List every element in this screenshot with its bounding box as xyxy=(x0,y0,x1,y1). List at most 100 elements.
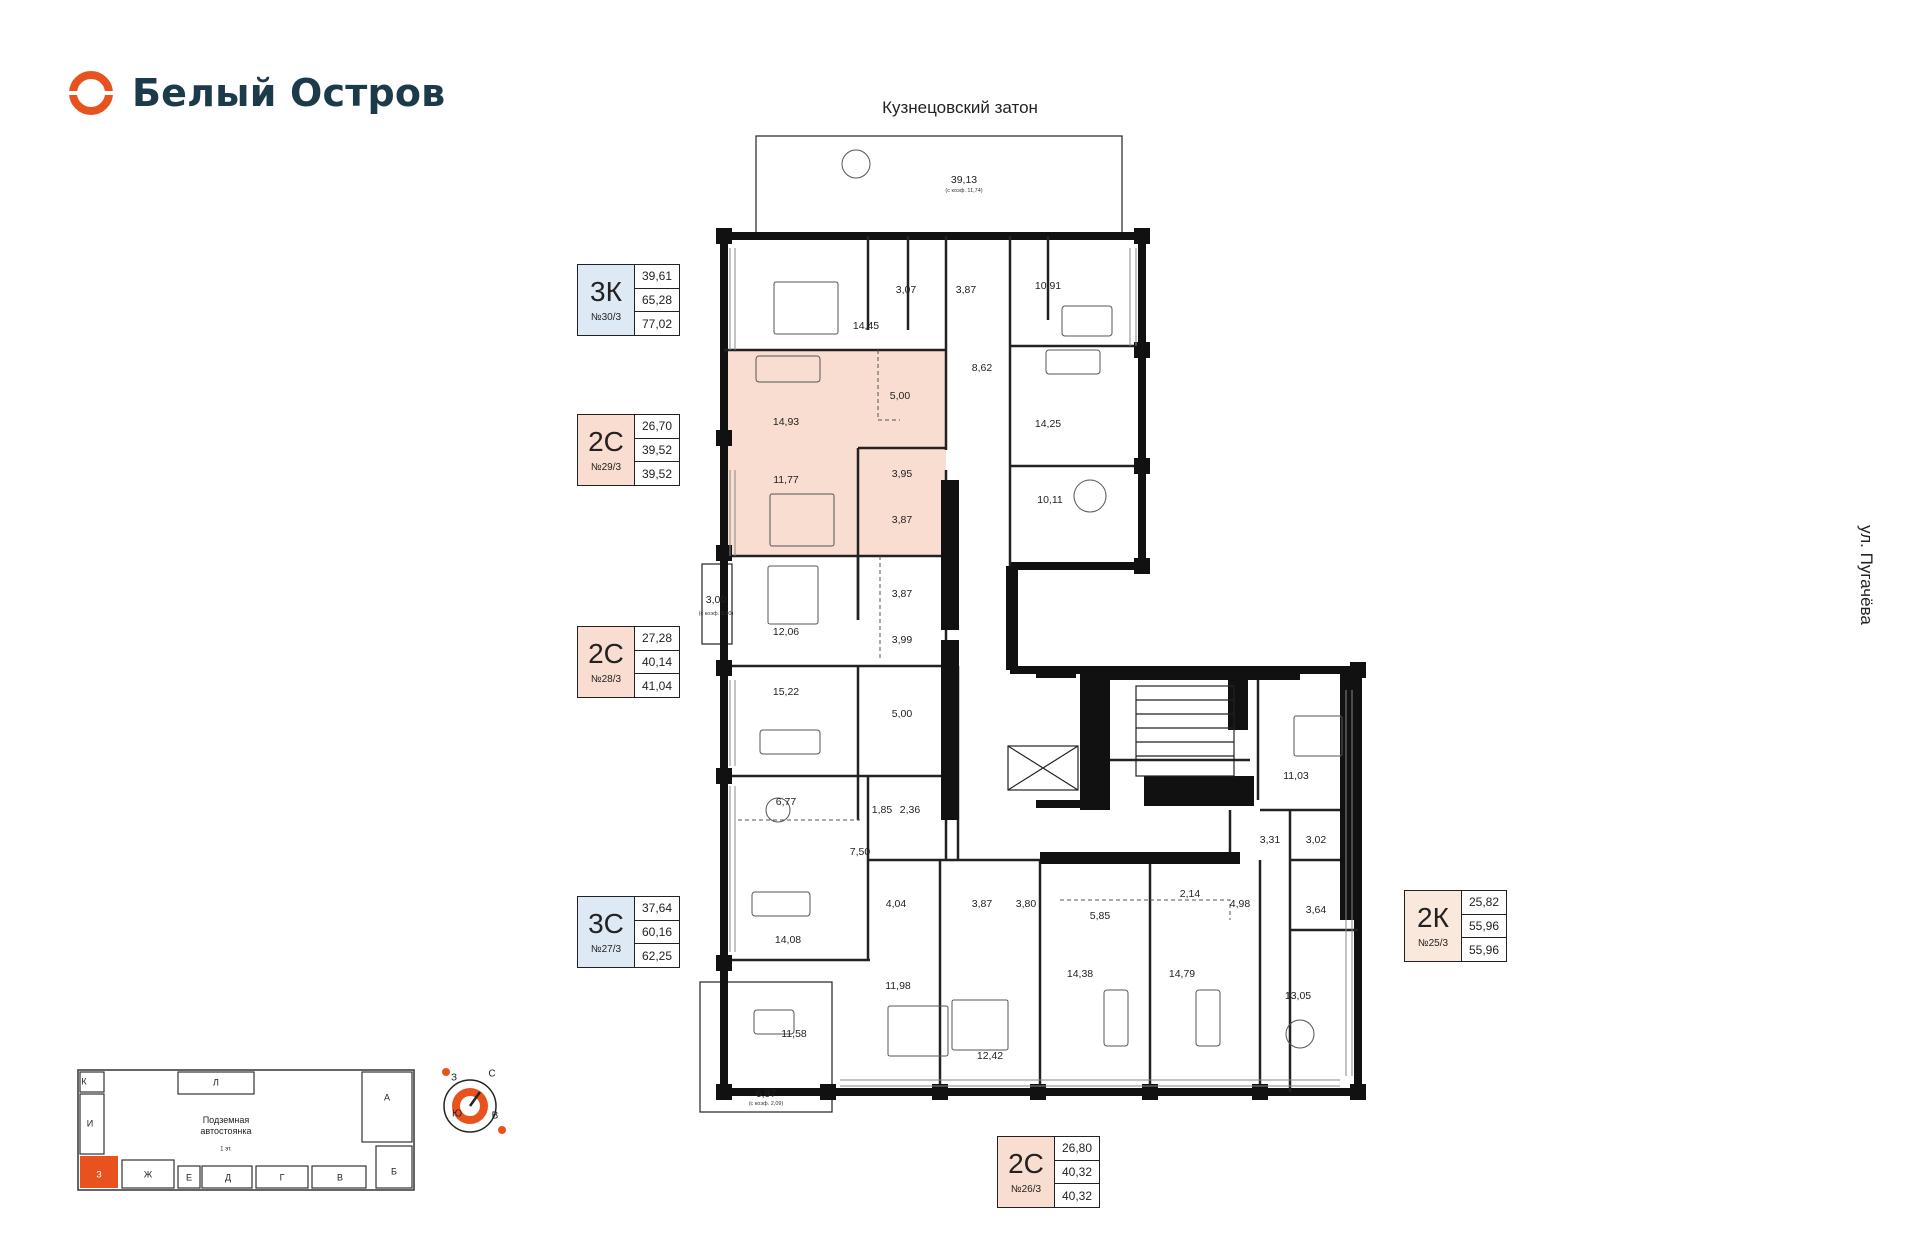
room-area: 3,31 xyxy=(1259,834,1281,846)
card-values: 37,64 60,16 62,25 xyxy=(635,897,679,967)
site-section-label[interactable]: К xyxy=(81,1076,87,1087)
total-area: 39,52 xyxy=(635,439,679,463)
apartment-number: №25/3 xyxy=(1417,937,1449,949)
zone-dividers xyxy=(738,350,1231,920)
apartment-card[interactable]: 2С №28/3 27,28 40,14 41,04 xyxy=(577,626,680,698)
apartment-type: 2К xyxy=(1417,901,1449,933)
apartment-type: 2С xyxy=(1008,1147,1044,1179)
room-area: 14,45 xyxy=(852,320,880,332)
apartment-card[interactable]: 3С №27/3 37,64 60,16 62,25 xyxy=(577,896,680,968)
room-area: 5,00 xyxy=(889,390,911,402)
elevator xyxy=(1007,745,1079,791)
card-code: 2К №25/3 xyxy=(1405,891,1462,961)
room-area: 4,98 xyxy=(1229,898,1251,910)
apartment-type: 2С xyxy=(588,425,624,457)
room-area: 14,38 xyxy=(1066,968,1094,980)
site-section-label[interactable]: В xyxy=(336,1172,344,1183)
apartment-type: 2С xyxy=(588,637,624,669)
card-code: 3К №30/3 xyxy=(578,265,635,335)
living-area: 37,64 xyxy=(635,897,679,921)
room-area: 12,42 xyxy=(976,1050,1004,1062)
room-area: 10,91 xyxy=(1034,280,1062,292)
card-values: 26,80 40,32 40,32 xyxy=(1055,1137,1099,1207)
room-area: 3,07 xyxy=(895,284,917,296)
site-section-label[interactable]: З xyxy=(96,1169,102,1180)
card-code: 2С №26/3 xyxy=(998,1137,1055,1207)
street-label: ул. Пугачёва xyxy=(1857,525,1876,625)
room-area: 5,85 xyxy=(1089,910,1111,922)
total-area-with-balcony: 39,52 xyxy=(641,466,673,481)
card-values: 39,61 65,28 77,02 xyxy=(635,265,679,335)
room-area: 39,13 xyxy=(950,174,978,186)
site-section-label[interactable]: Б xyxy=(391,1166,397,1177)
room-area-coefficient: (с коэф. 11,74) xyxy=(945,188,983,194)
room-area: 10,11 xyxy=(1037,494,1063,506)
apartment-number: №27/3 xyxy=(590,943,622,955)
room-area-coefficient: (с коэф. 2,09) xyxy=(748,1101,784,1107)
apartment-number: №29/3 xyxy=(590,461,622,473)
room-area: 6,77 xyxy=(775,796,797,808)
card-values: 25,82 55,96 55,96 xyxy=(1462,891,1506,961)
apartment-number: №30/3 xyxy=(590,311,622,323)
room-area: 12,06 xyxy=(772,626,800,638)
compass-north: С xyxy=(488,1068,496,1080)
room-area: 2,36 xyxy=(899,804,921,816)
furniture xyxy=(751,149,1343,1057)
apartment-card[interactable]: 2С №29/3 26,70 39,52 39,52 xyxy=(577,414,680,486)
total-area-with-balcony: 62,25 xyxy=(641,948,673,963)
site-section-label[interactable]: Г xyxy=(279,1172,285,1183)
site-section-label[interactable]: Е xyxy=(185,1172,193,1183)
total-area: 60,16 xyxy=(635,921,679,945)
total-area-with-balcony: 77,02 xyxy=(641,316,673,331)
total-area-with-balcony: 41,04 xyxy=(641,678,673,693)
site-section-label[interactable]: Д xyxy=(224,1172,232,1183)
living-area: 26,70 xyxy=(635,415,679,439)
room-area: 2,14 xyxy=(1179,888,1201,900)
compass-icon xyxy=(442,1068,506,1134)
parking-label: Подземная автостоянка xyxy=(200,1115,252,1136)
apartment-card[interactable]: 3К №30/3 39,61 65,28 77,02 xyxy=(577,264,680,336)
room-area: 11,03 xyxy=(1283,770,1309,782)
room-area: 13,05 xyxy=(1284,990,1312,1002)
site-section-label[interactable]: И xyxy=(86,1118,94,1129)
room-area: 1,85 xyxy=(871,804,893,816)
site-outline xyxy=(77,1069,415,1191)
card-code: 3С №27/3 xyxy=(578,897,635,967)
parking-level: 1 эт. xyxy=(220,1146,232,1153)
living-area: 27,28 xyxy=(635,627,679,651)
room-area: 3,99 xyxy=(891,634,913,646)
highlighted-apartment xyxy=(724,350,946,556)
total-area: 40,32 xyxy=(1055,1161,1099,1185)
apartment-type: 3С xyxy=(588,907,624,939)
living-area: 26,80 xyxy=(1055,1137,1099,1161)
total-area: 65,28 xyxy=(635,289,679,313)
apartment-number: №26/3 xyxy=(1010,1183,1042,1195)
room-area: 3,87 xyxy=(891,588,913,600)
apartment-card[interactable]: 2С №26/3 26,80 40,32 40,32 xyxy=(997,1136,1100,1208)
room-area: 3,87 xyxy=(955,284,977,296)
room-area: 5,00 xyxy=(891,708,913,720)
room-area: 11,77 xyxy=(773,474,799,486)
room-area: 6,97 xyxy=(755,1088,777,1100)
site-section-label[interactable]: Л xyxy=(213,1077,219,1088)
apartment-type: 3К xyxy=(590,275,622,307)
room-area-coefficient: (с коэф. 0,90) xyxy=(698,611,734,617)
total-area: 55,96 xyxy=(1462,915,1506,939)
apartment-card[interactable]: 2К №25/3 25,82 55,96 55,96 xyxy=(1404,890,1507,962)
card-values: 26,70 39,52 39,52 xyxy=(635,415,679,485)
room-area: 4,04 xyxy=(885,898,907,910)
room-area: 14,08 xyxy=(774,934,802,946)
compass-west: З xyxy=(450,1072,458,1084)
room-area: 3,00 xyxy=(705,594,727,606)
room-area: 3,95 xyxy=(891,468,913,480)
total-area: 40,14 xyxy=(635,651,679,675)
site-section-label[interactable]: А xyxy=(383,1092,391,1103)
card-values: 27,28 40,14 41,04 xyxy=(635,627,679,697)
top-terrace xyxy=(755,135,1123,235)
brand-name: Белый Остров xyxy=(132,71,446,115)
site-section-label[interactable]: Ж xyxy=(143,1169,153,1180)
core-walls xyxy=(716,228,1366,1100)
room-area: 3,87 xyxy=(971,898,993,910)
brand-logo: Белый Остров xyxy=(64,66,445,120)
